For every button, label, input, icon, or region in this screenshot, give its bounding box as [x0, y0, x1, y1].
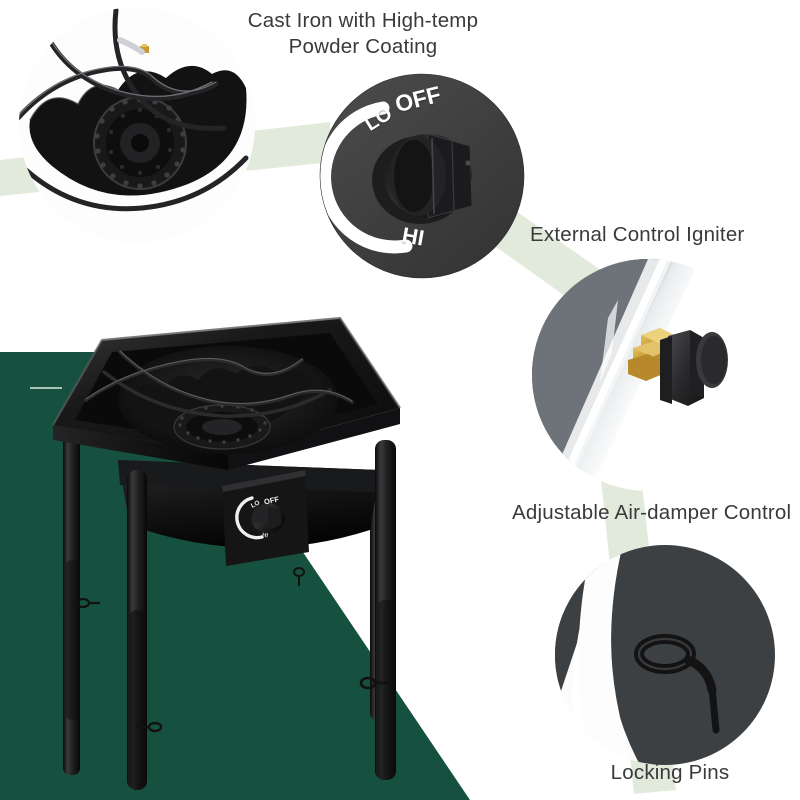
cast-iron-wire-grate — [19, 7, 249, 212]
brass-fitting — [140, 44, 149, 53]
igniter-hex-body — [660, 330, 728, 406]
burner-head — [118, 346, 338, 454]
product-knob-label-off: OFF — [263, 494, 280, 507]
caption-locking-pins: Locking Pins — [610, 761, 730, 784]
leg-front-right — [359, 440, 396, 780]
locking-pin-front-left — [137, 721, 163, 733]
knob-label-hi: HI — [400, 222, 427, 251]
knob-range-arc — [320, 101, 413, 254]
control-panel — [222, 470, 309, 566]
knob-label-off: OFF — [392, 80, 444, 118]
leg-front-left — [127, 470, 163, 790]
product-knob-label-hi: HI — [261, 532, 269, 540]
product-knob-label-lo: LO — [249, 499, 262, 510]
locking-pin-rear-right — [293, 567, 305, 586]
locking-pin — [634, 634, 720, 734]
locking-pin-rear-left — [75, 597, 100, 609]
brass-stud-upper — [533, 296, 544, 310]
knob-label-lo: LO — [361, 102, 397, 136]
caption-cast-iron: Cast Iron with High-temp Powder Coating — [247, 9, 479, 59]
burner-pan-body — [118, 460, 380, 548]
top-frame — [52, 316, 401, 470]
leg-rear-left — [63, 430, 80, 775]
wire-grate — [84, 350, 354, 418]
leg-rear-right — [370, 470, 387, 720]
cast-iron-burner-ring — [93, 96, 187, 190]
caption-air-damper: Adjustable Air-damper Control — [512, 501, 792, 524]
locking-pin-front-right — [359, 676, 388, 690]
caption-external-igniter: External Control Igniter — [530, 223, 745, 246]
burner-stove — [30, 316, 401, 790]
ribbon-cast-to-knob — [0, 122, 332, 196]
green-diagonal-backdrop — [0, 352, 470, 800]
knob-body — [384, 133, 473, 219]
wire-grate-highlight — [85, 350, 353, 404]
brass-nut-assembly — [628, 328, 676, 381]
